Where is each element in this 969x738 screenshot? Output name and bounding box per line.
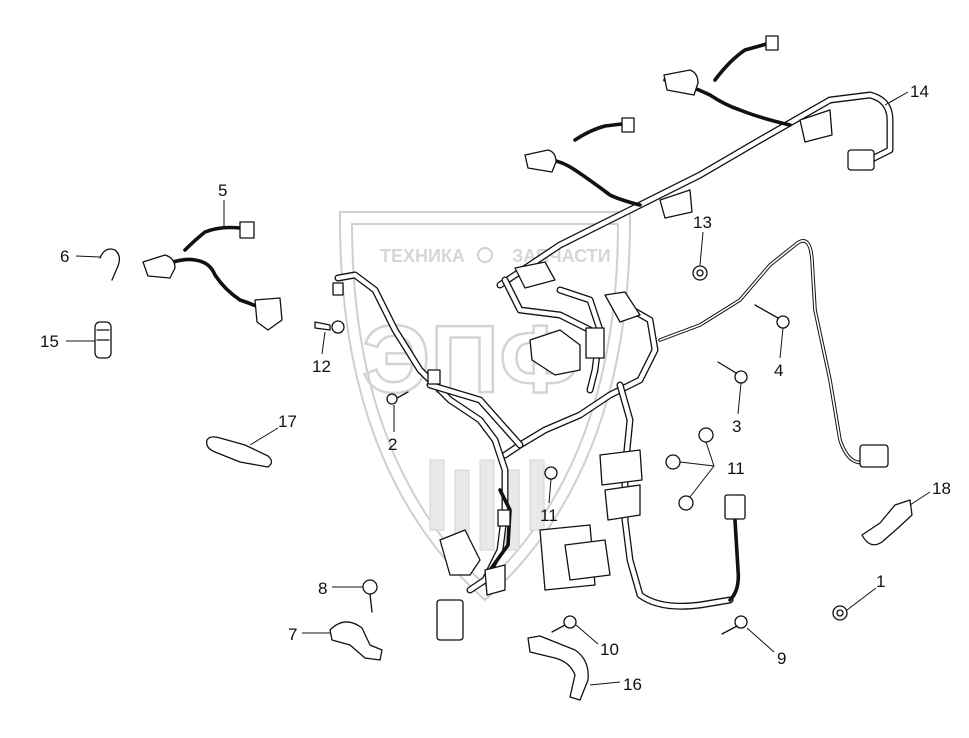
connector-center-top [604, 291, 641, 323]
injector-connector-2 [663, 69, 699, 96]
callout-1: 1 [876, 572, 885, 591]
part-16-bracket [527, 635, 589, 701]
callout-12: 12 [312, 357, 331, 376]
watermark-wheat-icon [429, 459, 545, 551]
part-18-bracket [861, 499, 913, 546]
harness-14-connector [847, 149, 875, 171]
harness-clip-14b [659, 189, 693, 219]
part-6-cable-tie [99, 248, 121, 281]
callout-14: 14 [910, 82, 929, 101]
part-12-bolt [314, 320, 345, 334]
callout-10: 10 [600, 640, 619, 659]
callout-6: 6 [60, 247, 69, 266]
callout-5: 5 [218, 181, 227, 200]
part-1-nut [832, 605, 848, 621]
harness-clip-lower [599, 449, 643, 486]
relay-block-front [564, 539, 611, 581]
callout-labels: 1 2 3 4 5 6 7 8 9 10 11 11 12 13 14 15 1… [40, 82, 951, 694]
sensor-5-boot [142, 254, 176, 279]
connector-left-plug [436, 599, 464, 641]
sensor-connector-center [529, 329, 581, 376]
part-17-bracket [206, 436, 273, 468]
harness-junction-14 [514, 261, 556, 289]
clip-left-bottom [484, 564, 506, 596]
clip-left-low [497, 509, 511, 527]
injector-plug-1 [621, 117, 635, 133]
callout-9: 9 [777, 649, 786, 668]
leader-lines [66, 91, 931, 686]
clip-left-mid [427, 369, 441, 385]
part-9-bolt [721, 615, 748, 635]
part-8-bolt [362, 579, 378, 613]
sensor-5-body [254, 297, 283, 331]
callout-11-right: 11 [727, 459, 745, 478]
part-10-bolt [551, 615, 577, 633]
callout-18: 18 [932, 479, 951, 498]
callout-11-left: 11 [540, 506, 558, 525]
injector-plug-2 [765, 35, 779, 51]
left-harness [332, 271, 524, 641]
callout-8: 8 [318, 579, 327, 598]
callout-3: 3 [732, 417, 741, 436]
clip-left-top [332, 282, 344, 296]
callout-13: 13 [693, 213, 712, 232]
harness-clip-14a [799, 109, 833, 143]
callout-4: 4 [774, 361, 783, 380]
sensor-5-plug [239, 221, 255, 239]
main-harness [501, 239, 889, 610]
part-15-hose-clamp [94, 321, 112, 359]
connector-lower-right [724, 494, 746, 520]
part-3-bolt [717, 361, 748, 384]
harness-clip-lower-2 [604, 484, 641, 521]
callout-16: 16 [623, 675, 642, 694]
connector-right [859, 444, 889, 468]
part-13-nut [692, 265, 708, 281]
callout-17: 17 [278, 412, 297, 431]
callout-7: 7 [288, 625, 297, 644]
part-11-nuts [544, 427, 714, 511]
connector-left-bottom [439, 529, 481, 576]
harness-clip-center [585, 327, 605, 359]
part-4-bolt [754, 304, 790, 329]
injector-connector-1 [524, 149, 557, 173]
watermark-text-left: ТЕХНИКА [380, 246, 465, 266]
part-2-bolt [386, 391, 409, 405]
watermark-gear-icon [477, 247, 493, 263]
part-14-harness [496, 35, 894, 289]
part-7-clamp [329, 621, 383, 661]
part-5-sensor-harness [142, 221, 283, 331]
callout-15: 15 [40, 332, 59, 351]
callout-2: 2 [388, 435, 397, 454]
